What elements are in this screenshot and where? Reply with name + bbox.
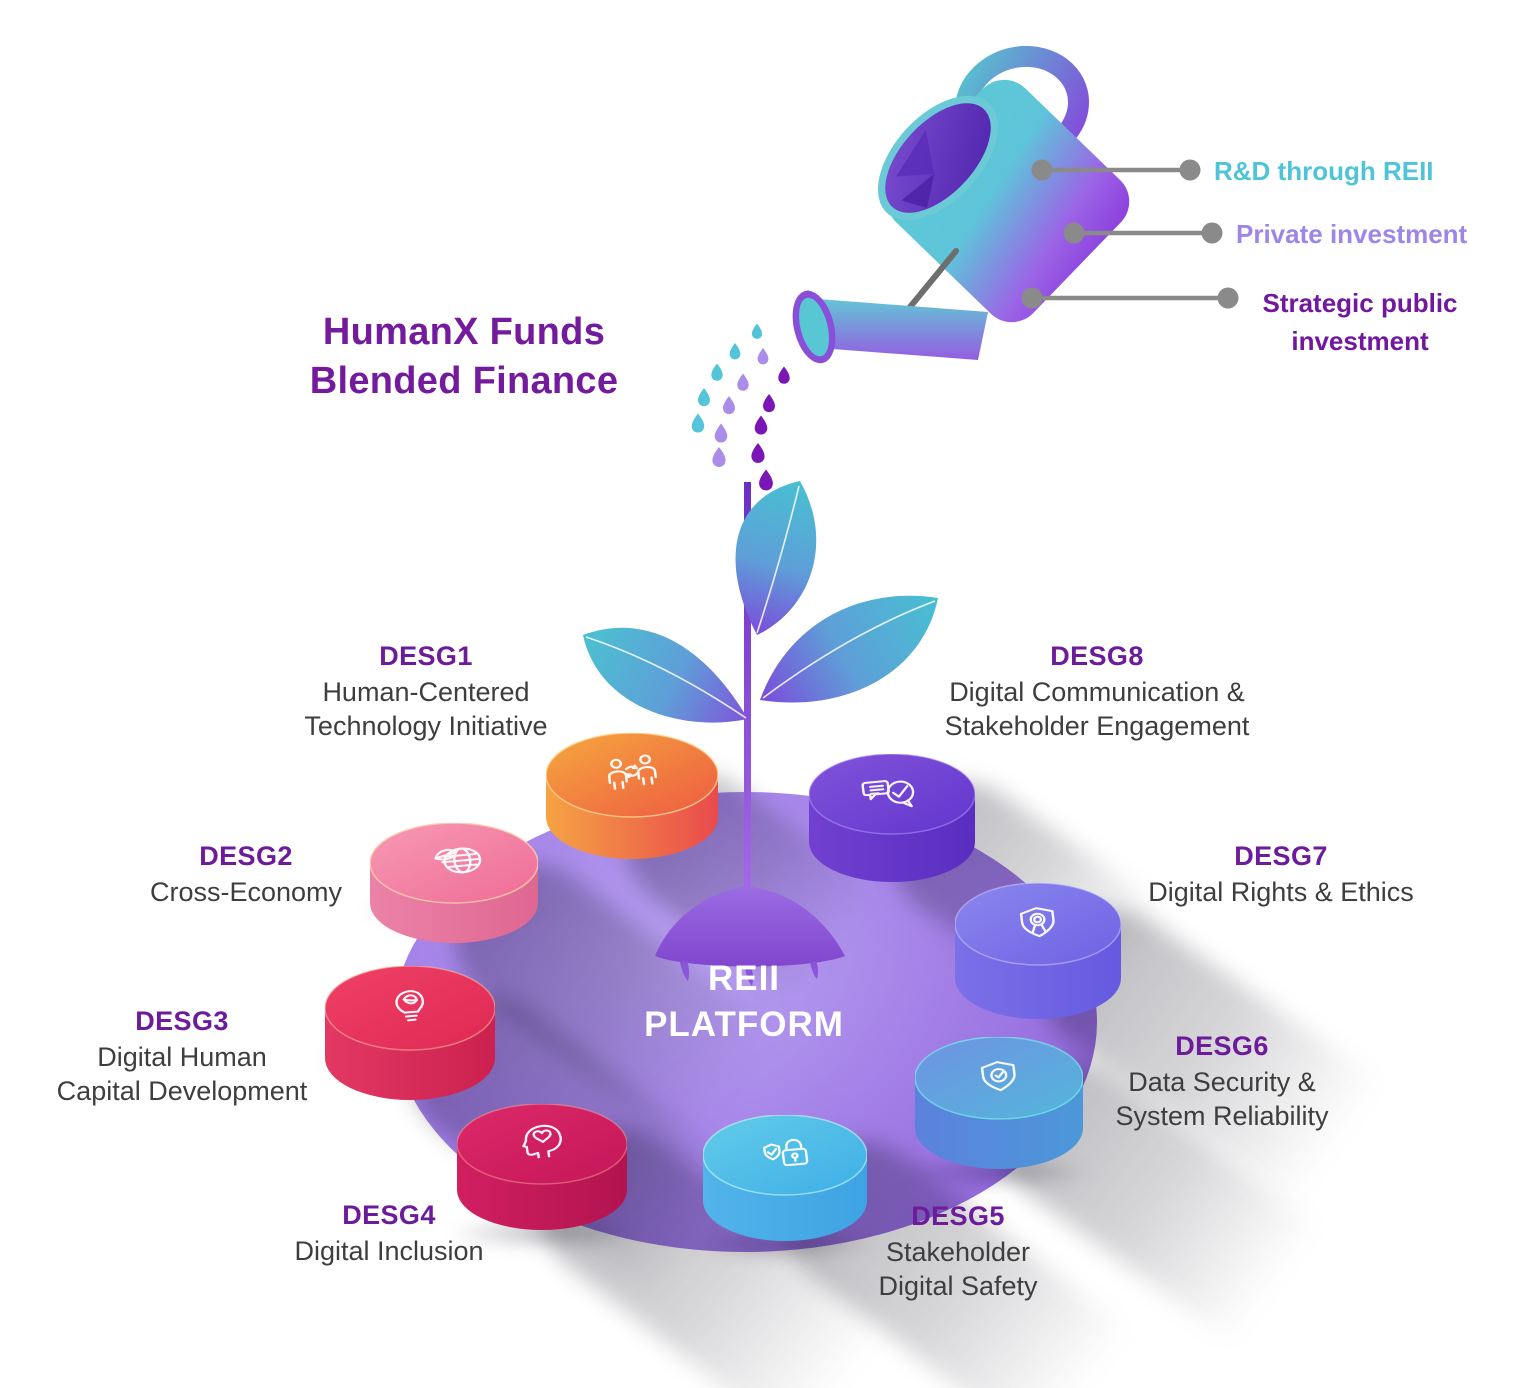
- desg7-code: DESG7: [1234, 841, 1328, 871]
- desg1-label: DESG1 Human-Centered Technology Initiati…: [304, 641, 548, 741]
- head-heart-icon: [522, 1124, 562, 1159]
- desg2-code: DESG2: [199, 841, 293, 871]
- disc-desg5: [703, 1115, 867, 1241]
- can-spout: [806, 299, 988, 360]
- connector-dot: [1201, 222, 1223, 244]
- can-mouth: [877, 95, 999, 221]
- desg4-label: DESG4 Digital Inclusion: [294, 1200, 484, 1266]
- connector-dot: [1179, 159, 1201, 181]
- desg2-label: DESG2 Cross-Economy: [149, 841, 343, 907]
- disc-desg3: [325, 966, 495, 1100]
- desg7-label: DESG7 Digital Rights & Ethics: [1148, 841, 1414, 907]
- can-spout-head: [792, 290, 836, 364]
- connector-dot: [1031, 159, 1053, 181]
- leaf-right: [760, 595, 938, 703]
- disc-desg6: [915, 1037, 1083, 1169]
- platform-title-line1: REII: [707, 959, 781, 998]
- lock-shield-icon: [763, 1138, 809, 1167]
- globe-leaf-icon: [434, 847, 482, 874]
- platform-title-line2: PLATFORM: [644, 1005, 844, 1044]
- plant-roots: [655, 886, 845, 986]
- plant-stem: [744, 482, 751, 902]
- disc-desg2: [370, 823, 538, 943]
- connector-dot: [1021, 287, 1043, 309]
- connector-dot: [1063, 222, 1085, 244]
- leaf-top: [735, 481, 817, 635]
- title-line1: HumanX Funds: [322, 311, 606, 353]
- connector-dot: [1217, 287, 1239, 309]
- chat-check-icon: [861, 780, 915, 808]
- leaf-left: [583, 627, 748, 723]
- desg3-label: DESG3 Digital Human Capital Development: [56, 1006, 308, 1106]
- connector-lines: [1021, 159, 1239, 309]
- funding-label-public: Strategic public investment: [1262, 288, 1458, 356]
- desg8-code: DESG8: [1050, 641, 1144, 671]
- seedling-plant: [583, 481, 938, 986]
- desg5-code: DESG5: [911, 1201, 1005, 1231]
- disc-desg7: [955, 883, 1121, 1019]
- platform-title: REII PLATFORM: [644, 956, 844, 1048]
- desg3-code: DESG3: [135, 1006, 229, 1036]
- shield-award-icon: [1019, 907, 1055, 938]
- lightbulb-leaf-icon: [395, 990, 424, 1022]
- title-line2: Blended Finance: [309, 360, 619, 402]
- page-title: HumanX Funds Blended Finance: [310, 308, 619, 406]
- disc-desg1: [546, 733, 718, 859]
- desg5-label: DESG5 Stakeholder Digital Safety: [878, 1201, 1038, 1301]
- watering-can: [792, 45, 1130, 364]
- funding-label-private: Private investment: [1236, 219, 1468, 249]
- desg8-label: DESG8 Digital Communication & Stakeholde…: [944, 641, 1250, 741]
- disc-desg8: [809, 754, 975, 882]
- desg6-label: DESG6 Data Security & System Reliability: [1115, 1031, 1329, 1131]
- shield-check-icon: [980, 1061, 1016, 1092]
- funding-label-rd-reii: R&D through REII: [1214, 156, 1434, 186]
- desg6-code: DESG6: [1175, 1031, 1269, 1061]
- desg4-code: DESG4: [342, 1200, 436, 1230]
- people-exchange-icon: [607, 754, 658, 790]
- desg1-code: DESG1: [379, 641, 473, 671]
- disc-desg4: [457, 1104, 627, 1230]
